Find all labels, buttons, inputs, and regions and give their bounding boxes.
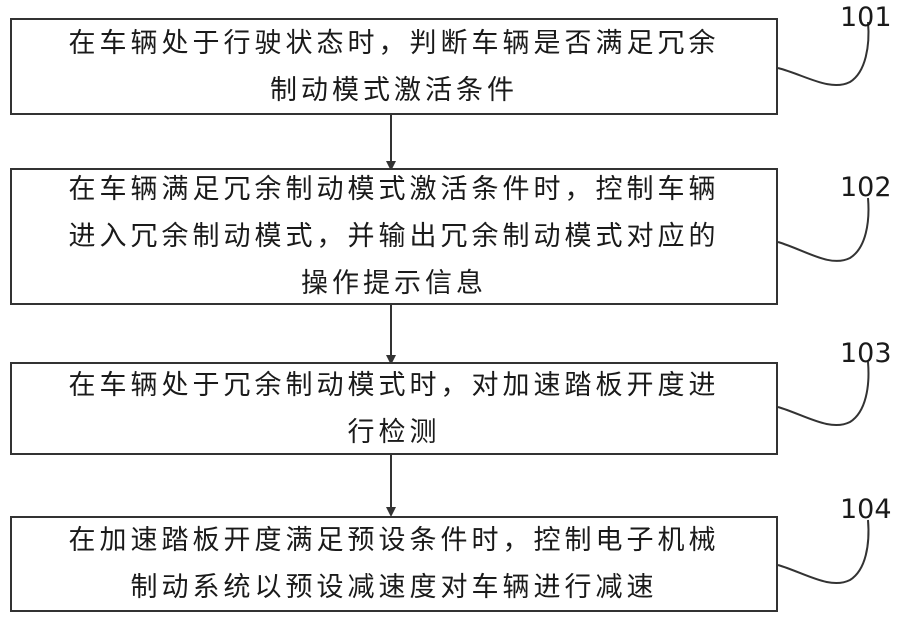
leader-curve-103 [777,361,870,427]
step-line: 在加速踏板开度满足预设条件时，控制电子机械 [68,525,720,556]
step-box-101: 在车辆处于行驶状态时，判断车辆是否满足冗余 制动模式激活条件 [10,18,778,115]
leader-curve-101 [777,21,870,87]
ref-label-102: 102 [840,172,892,203]
step-line: 在车辆处于冗余制动模式时，对加速踏板开度进 [68,369,720,401]
leader-curve-102 [777,197,870,262]
step-line: 操作提示信息 [301,268,487,299]
ref-label-101: 101 [840,2,892,33]
ref-label-103: 103 [840,338,892,369]
step-line: 进入冗余制动模式，并输出冗余制动模式对应的 [68,221,720,252]
step-text-103: 在车辆处于冗余制动模式时，对加速踏板开度进 行检测 [59,362,730,456]
step-line: 在车辆处于行驶状态时，判断车辆是否满足冗余 [68,27,720,59]
step-text-101: 在车辆处于行驶状态时，判断车辆是否满足冗余 制动模式激活条件 [59,20,730,114]
step-box-104: 在加速踏板开度满足预设条件时，控制电子机械 制动系统以预设减速度对车辆进行减速 [10,516,778,612]
ref-label-104: 104 [840,494,892,525]
step-line: 制动模式激活条件 [270,74,518,106]
step-box-103: 在车辆处于冗余制动模式时，对加速踏板开度进 行检测 [10,362,778,455]
step-line: 在车辆满足冗余制动模式激活条件时，控制车辆 [68,174,720,205]
leader-curve-104 [777,519,870,585]
step-text-104: 在加速踏板开度满足预设条件时，控制电子机械 制动系统以预设减速度对车辆进行减速 [59,517,730,611]
step-line: 制动系统以预设减速度对车辆进行减速 [130,572,658,603]
step-box-102: 在车辆满足冗余制动模式激活条件时，控制车辆 进入冗余制动模式，并输出冗余制动模式… [10,168,778,305]
step-line: 行检测 [347,416,441,448]
step-text-102: 在车辆满足冗余制动模式激活条件时，控制车辆 进入冗余制动模式，并输出冗余制动模式… [59,166,730,307]
